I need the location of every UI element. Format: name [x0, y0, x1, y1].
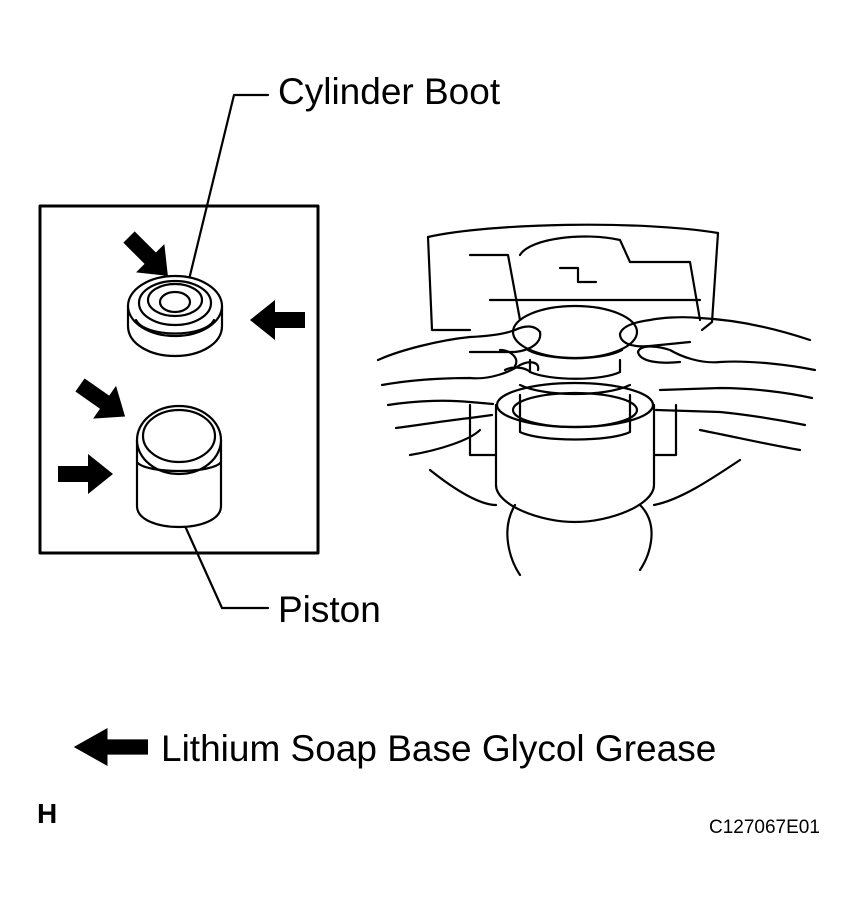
- piston-leader: [183, 524, 270, 610]
- piston-label: Piston: [278, 589, 381, 630]
- arrow-boot-top: [123, 231, 168, 276]
- arrow-piston-side: [58, 454, 113, 494]
- arrow-piston-top: [75, 378, 126, 419]
- left-hand: [376, 325, 542, 457]
- cylinder-boot-part: [126, 274, 224, 358]
- installed-piston: [511, 304, 639, 441]
- piston-part: [135, 404, 223, 529]
- cylinder-boot-label: Cylinder Boot: [278, 71, 501, 112]
- cylinder-boot-leader: [183, 93, 270, 298]
- inset-frame: [38, 204, 320, 555]
- arrow-boot-side: [250, 300, 305, 340]
- figure-code: C127067E01: [709, 817, 820, 838]
- left-arrow-icon: [73, 728, 148, 766]
- caliper-housing: [426, 223, 720, 332]
- right-hand: [618, 316, 817, 452]
- section-letter: H: [37, 798, 58, 829]
- legend-label: Lithium Soap Base Glycol Grease: [161, 728, 717, 769]
- caliper-bore: [428, 381, 742, 577]
